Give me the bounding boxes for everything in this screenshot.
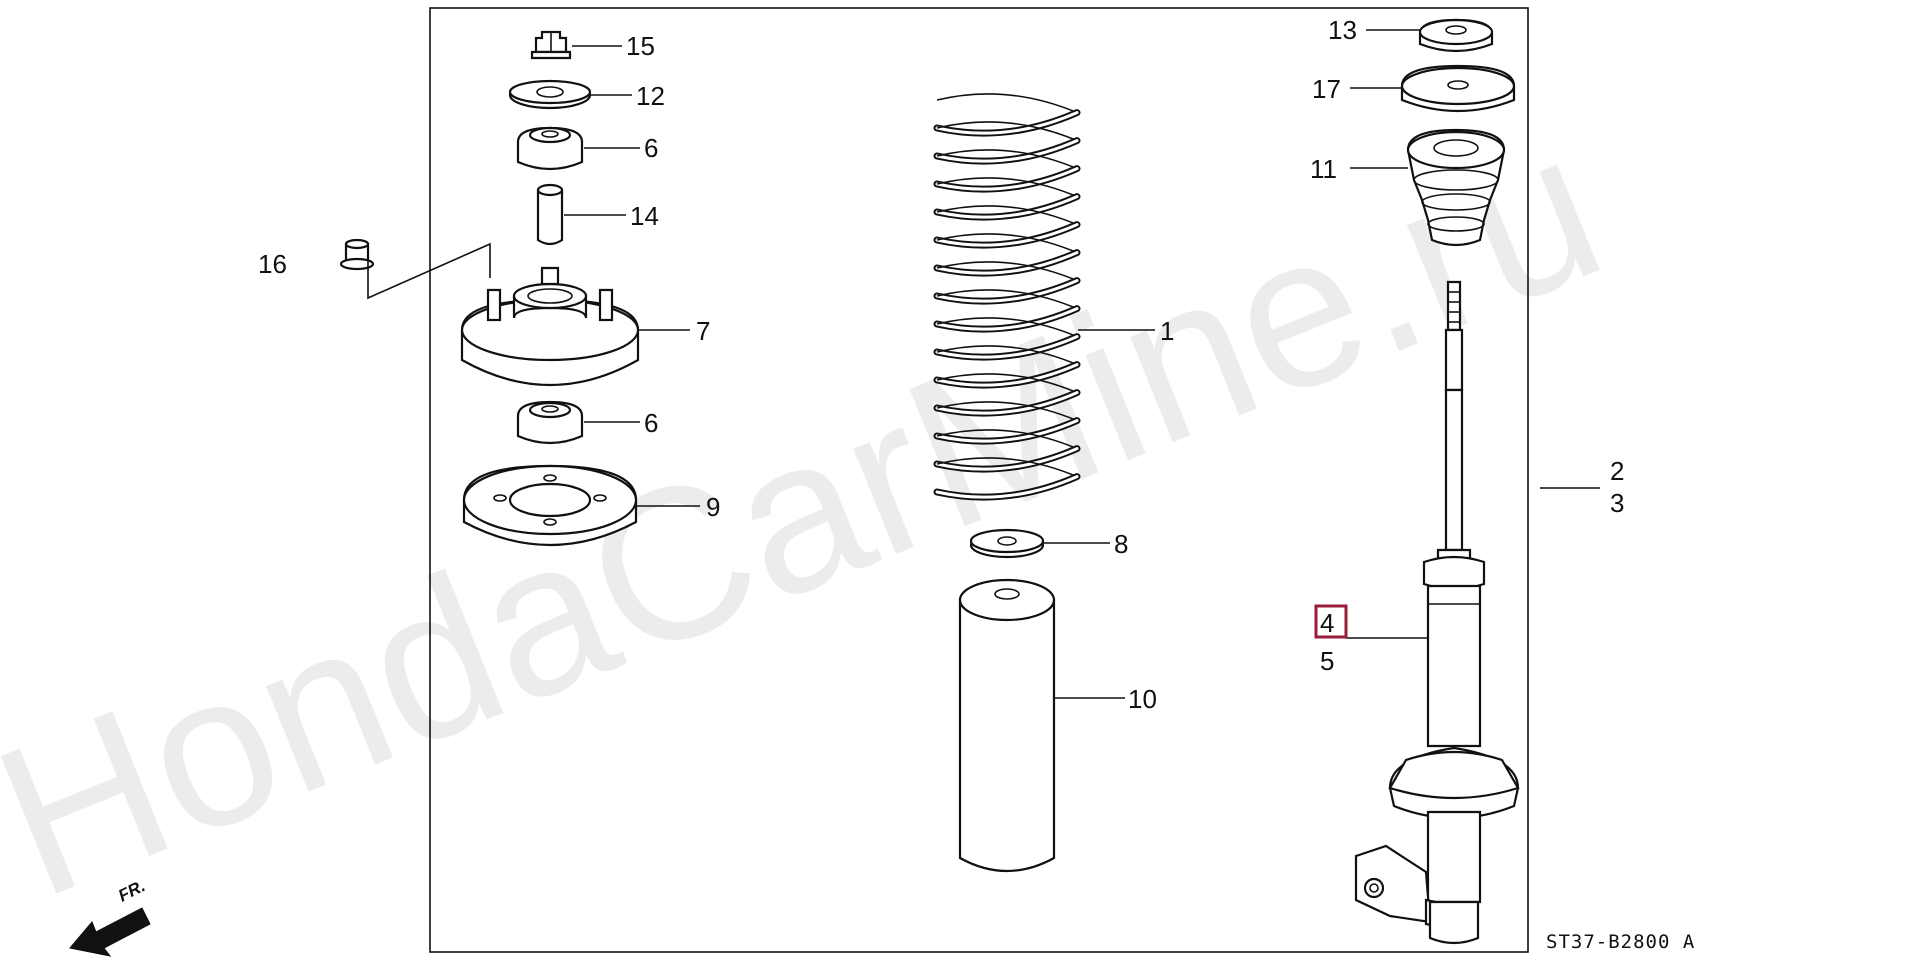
mount-rubber-lower-part[interactable] (516, 400, 584, 445)
spring-coil-highlight (935, 223, 1079, 247)
shock-absorber-part[interactable] (1354, 280, 1520, 945)
spring-coil-back (936, 373, 1078, 394)
callout-17[interactable]: 17 (1312, 74, 1341, 104)
spring-coil-back (936, 93, 1078, 114)
mount-rubber-upper-part[interactable] (516, 126, 584, 171)
callout-1[interactable]: 1 (1160, 316, 1174, 346)
watermark: HondaCarMine.ru (0, 84, 1631, 943)
callout-14[interactable]: 14 (630, 201, 659, 231)
spring-coil-back (936, 205, 1078, 226)
callout-6a[interactable]: 6 (644, 133, 658, 163)
callout-5[interactable]: 5 (1320, 646, 1334, 676)
spring-coil-back (936, 401, 1078, 422)
spring-coil-back (936, 457, 1078, 478)
washer-part[interactable] (508, 79, 592, 110)
spring-coil-back (936, 289, 1078, 310)
callout-3[interactable]: 3 (1610, 488, 1624, 518)
spring-coil-highlight (935, 251, 1079, 275)
spring-coil-back (936, 345, 1078, 366)
bump-stop-cap-part[interactable] (1418, 18, 1494, 53)
callout-10[interactable]: 10 (1128, 684, 1157, 714)
diagram-frame (429, 7, 1529, 953)
coil-spring-part[interactable] (933, 93, 1081, 501)
spring-coil-highlight (935, 111, 1079, 135)
callout-15[interactable]: 15 (626, 31, 655, 61)
spring-coil-highlight (935, 139, 1079, 163)
spring-coil-back (936, 121, 1078, 142)
callout-8[interactable]: 8 (1114, 529, 1128, 559)
spring-coil-back (936, 177, 1078, 198)
callout-9[interactable]: 9 (706, 492, 720, 522)
callout-2[interactable]: 2 (1610, 456, 1624, 486)
callout-13[interactable]: 13 (1328, 15, 1357, 45)
leader-16 (367, 242, 491, 300)
spring-coil-back (936, 233, 1078, 254)
bump-stop-plate-part[interactable] (1400, 64, 1516, 113)
bump-stop-rubber-part[interactable] (1406, 128, 1506, 247)
spring-coil-highlight (935, 447, 1079, 471)
self-locking-nut-part[interactable] (530, 30, 572, 60)
callout-6b[interactable]: 6 (644, 408, 658, 438)
callout-labels: 15 12 6 14 16 7 6 9 1 8 10 13 17 11 23 4 5 (258, 15, 1624, 714)
spring-coil-back (936, 429, 1078, 450)
spring-coil-highlight (935, 363, 1079, 387)
callout-16[interactable]: 16 (258, 249, 287, 279)
spring-coil-highlight (935, 419, 1079, 443)
spring-coil-back (936, 261, 1078, 282)
spring-coil-highlight (935, 391, 1079, 415)
mount-cushion-part[interactable] (462, 464, 638, 547)
spring-coil-highlight (935, 167, 1079, 191)
collar-part[interactable] (536, 183, 564, 246)
spring-coil-highlight (935, 279, 1079, 303)
callout-12[interactable]: 12 (636, 81, 665, 111)
spring-coil-back (936, 317, 1078, 338)
damper-mounting-base-part[interactable] (460, 266, 640, 387)
callout-11[interactable]: 11 (1310, 154, 1337, 184)
diagram-code: ST37-B2800 A (1546, 931, 1695, 953)
spring-coil-highlight (935, 307, 1079, 331)
callout-4[interactable]: 4 (1320, 608, 1334, 638)
callout-7[interactable]: 7 (696, 316, 710, 346)
flange-nut-part[interactable] (339, 238, 375, 271)
spring-seat-washer-part[interactable] (969, 528, 1045, 559)
spring-coil-highlight (935, 195, 1079, 219)
dust-cover-part[interactable] (958, 578, 1056, 872)
highlight-box (1314, 604, 1348, 639)
spring-coil-highlight (935, 475, 1079, 499)
spring-coil-highlight (935, 335, 1079, 359)
spring-coil-back (936, 149, 1078, 170)
